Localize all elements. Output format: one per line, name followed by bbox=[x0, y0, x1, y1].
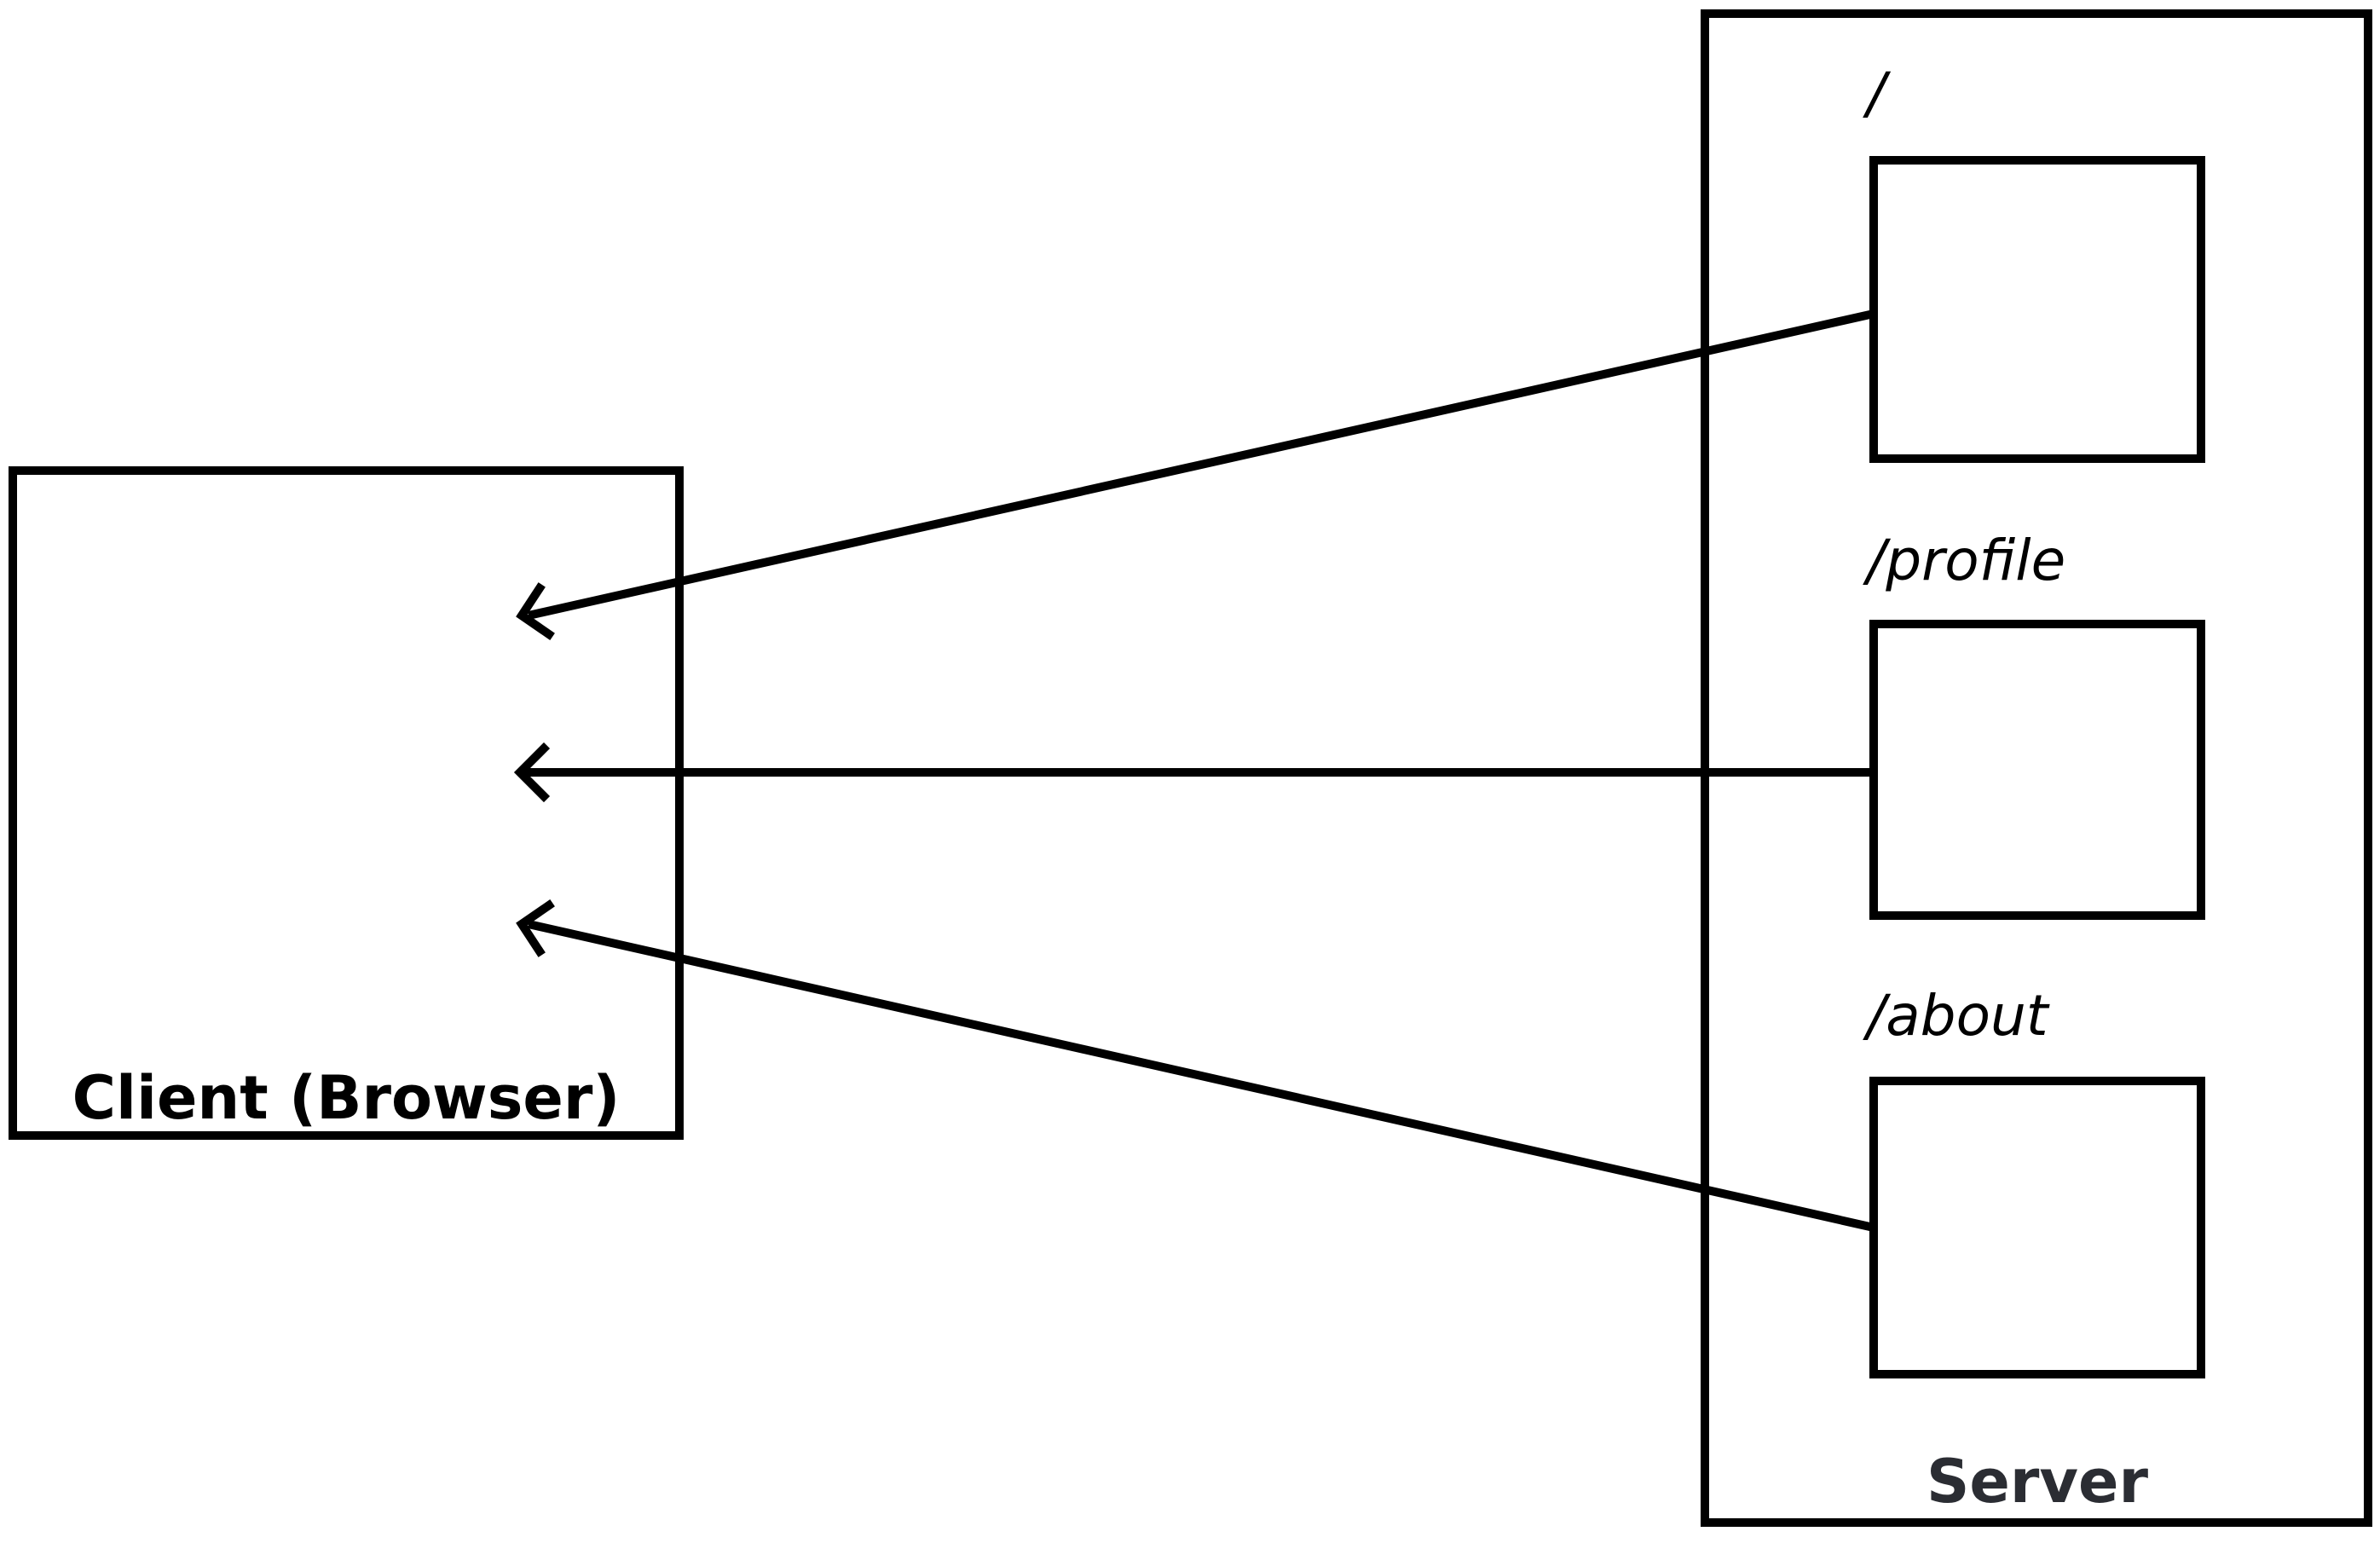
arrow-head-profile bbox=[513, 742, 551, 803]
route-label-root: / bbox=[1863, 61, 1892, 126]
route-box-root bbox=[1869, 156, 2205, 463]
arrow-about-to-client bbox=[527, 920, 1875, 1232]
arrow-root-to-client bbox=[527, 309, 1875, 620]
route-label-profile: /profile bbox=[1863, 528, 2065, 593]
arrow-head-root bbox=[516, 582, 555, 640]
server-label: Server bbox=[1927, 1447, 2149, 1517]
route-label-about: /about bbox=[1863, 983, 2050, 1049]
client-label: Client (Browser) bbox=[72, 1063, 621, 1133]
route-box-about bbox=[1869, 1077, 2205, 1378]
arrow-head-about bbox=[516, 899, 555, 957]
route-box-profile bbox=[1869, 620, 2205, 920]
client-box bbox=[9, 466, 684, 1140]
